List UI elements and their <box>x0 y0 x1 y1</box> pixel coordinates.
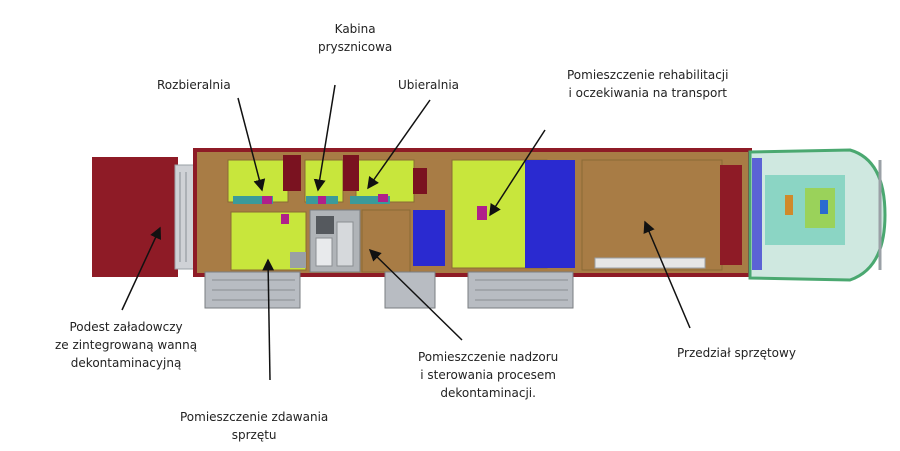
partition <box>343 155 359 191</box>
arrow-zdawanie <box>262 258 275 381</box>
marker <box>477 206 487 220</box>
label-rozbieralnia: Rozbieralnia <box>157 78 231 92</box>
blue-panel <box>525 160 575 268</box>
partition <box>720 165 742 265</box>
equipment <box>290 252 306 268</box>
label-przedzial-sprzetowy: Przedział sprzętowy <box>677 346 796 360</box>
arrow-ubieralnia <box>367 99 431 190</box>
loading-platform <box>92 157 178 277</box>
room-przedzial-sprzetowy <box>581 159 723 271</box>
arrow-podest <box>121 226 162 311</box>
bench <box>233 196 273 204</box>
arrow-nadzor <box>368 248 463 341</box>
marker <box>281 214 289 224</box>
arrow-przedzial <box>643 220 691 329</box>
room-rozbieralnia <box>227 159 289 203</box>
arrow-kabina <box>313 84 336 192</box>
room-kabina-prysznicowa <box>304 159 344 203</box>
blue-unit <box>413 210 445 266</box>
partition <box>283 155 301 191</box>
partition <box>413 168 427 194</box>
marker <box>378 194 388 202</box>
arrow-rozbieralnia <box>237 97 266 192</box>
marker <box>318 196 326 204</box>
marker <box>262 196 272 204</box>
rack <box>594 257 706 269</box>
arrow-rehabilitacja <box>489 129 546 217</box>
bench <box>350 196 390 204</box>
label-ubieralnia: Ubieralnia <box>398 78 460 92</box>
